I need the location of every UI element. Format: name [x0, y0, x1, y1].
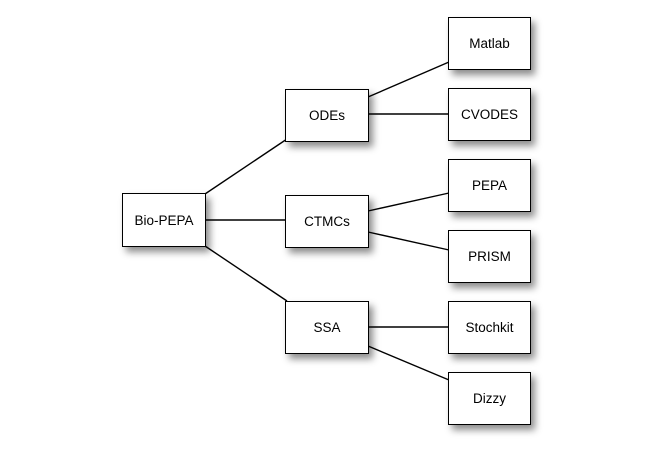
- node-label: Dizzy: [473, 391, 506, 406]
- node-label: SSA: [313, 320, 341, 335]
- node-stochkit: Stochkit: [448, 301, 531, 354]
- node-label: CTMCs: [304, 214, 350, 229]
- node-cvodes: CVODES: [448, 88, 531, 141]
- node-prism: PRISM: [448, 230, 531, 283]
- node-ssa: SSA: [285, 301, 369, 354]
- edge-ctmcs-pepa: [367, 192, 450, 212]
- node-bio-pepa: Bio-PEPA: [122, 193, 206, 247]
- edge-ctmcs-prism: [367, 231, 450, 251]
- node-dizzy: Dizzy: [448, 372, 531, 425]
- edge-ssa-dizzy: [367, 345, 450, 381]
- node-label: Stochkit: [465, 320, 514, 335]
- node-pepa: PEPA: [448, 159, 531, 212]
- node-label: ODEs: [308, 108, 345, 123]
- node-label: PRISM: [468, 249, 511, 264]
- edge-bio-pepa-odes: [204, 138, 288, 195]
- node-label: Matlab: [469, 36, 510, 51]
- node-matlab: Matlab: [448, 17, 531, 70]
- edge-bio-pepa-ssa: [204, 245, 288, 302]
- node-label: CVODES: [460, 107, 518, 122]
- node-label: PEPA: [471, 178, 507, 193]
- node-odes: ODEs: [285, 89, 369, 142]
- node-label: Bio-PEPA: [134, 212, 194, 228]
- node-ctmcs: CTMCs: [285, 195, 369, 248]
- edge-odes-matlab: [367, 61, 450, 98]
